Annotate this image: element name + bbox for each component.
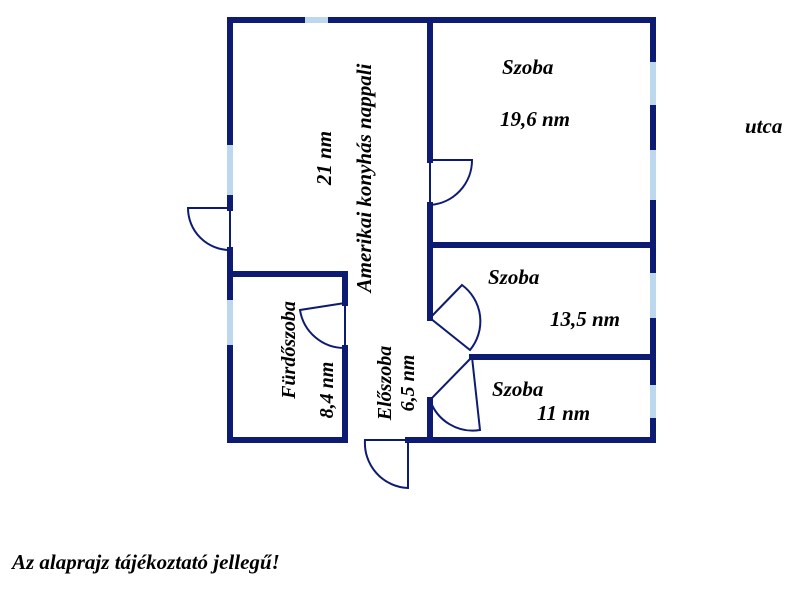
living-room-area: 21 nm [312,131,336,186]
room3-door [428,354,482,432]
hall-door [363,439,409,490]
room3-name: Szoba [492,377,543,401]
living-room-name: Amerikai konyhás nappali [352,63,376,294]
room-labels: Amerikai konyhás nappali 21 nm Szoba 19,… [278,55,782,425]
room2-door [428,283,482,352]
room1-door [429,159,474,207]
doors [186,159,482,490]
bathroom-top-wall [227,271,348,306]
room2-name: Szoba [488,265,539,289]
hall-name: Előszoba [374,346,396,421]
walls [227,17,656,443]
disclaimer-note: Az alaprajz tájékoztató jellegű! [12,550,280,574]
room1-name: Szoba [502,55,553,79]
street-label: utca [745,114,782,138]
entrance-door [186,207,231,252]
room3-area: 11 nm [537,401,590,425]
bathroom-door [298,301,346,350]
bathroom-area: 8,4 nm [316,362,338,419]
bathroom-name: Fürdőszoba [278,301,300,400]
hall-area: 6,5 nm [397,355,419,412]
windows [227,17,656,418]
room2-area: 13,5 nm [550,307,620,331]
room1-area: 19,6 nm [500,107,570,131]
